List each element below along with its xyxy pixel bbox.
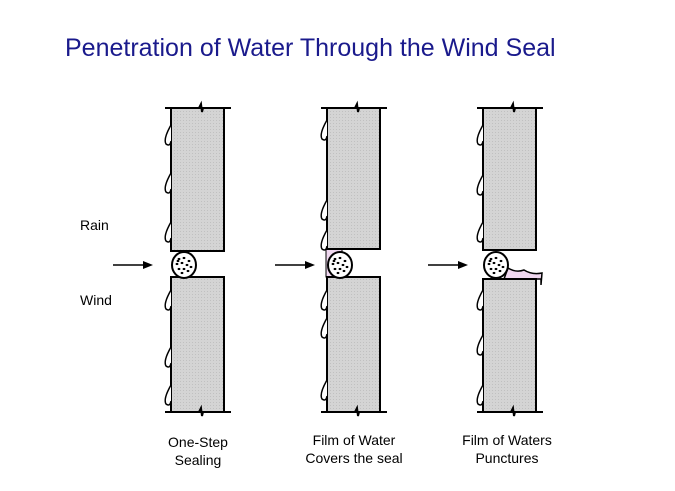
seal-pore bbox=[177, 257, 181, 261]
wind-label: Wind bbox=[80, 292, 112, 308]
wind-arrow-head bbox=[143, 261, 153, 269]
water-droplet bbox=[476, 174, 484, 196]
seal-pore bbox=[189, 265, 193, 269]
seal-pore bbox=[175, 262, 179, 266]
seal-pore bbox=[341, 263, 345, 267]
lower-wall-panel bbox=[326, 276, 381, 413]
seal-pore bbox=[492, 271, 496, 275]
seal-pore bbox=[336, 261, 340, 265]
break-line-bottom bbox=[477, 404, 543, 417]
water-droplet bbox=[476, 384, 484, 406]
break-line-top bbox=[477, 100, 543, 113]
water-droplet bbox=[164, 172, 172, 194]
water-droplet bbox=[164, 124, 172, 146]
upper-wall-panel bbox=[482, 107, 537, 251]
upper-wall-panel bbox=[170, 107, 225, 252]
water-droplet bbox=[320, 379, 328, 401]
water-droplet bbox=[320, 289, 328, 311]
seal-pore bbox=[180, 271, 184, 275]
wind-arrow-head bbox=[305, 261, 315, 269]
seal-pore bbox=[338, 256, 342, 260]
seal-gasket bbox=[483, 251, 509, 279]
water-droplet bbox=[164, 221, 172, 243]
seal-pore bbox=[186, 269, 190, 273]
water-droplet bbox=[164, 289, 172, 311]
seal-pore bbox=[497, 263, 501, 267]
seal-pore bbox=[336, 271, 340, 275]
water-droplet bbox=[164, 384, 172, 406]
break-line-top bbox=[165, 100, 231, 113]
seal-pore bbox=[488, 259, 492, 263]
water-puncture bbox=[502, 266, 543, 286]
water-droplet bbox=[320, 199, 328, 221]
seal-pore bbox=[487, 262, 491, 266]
diagram-title: Penetration of Water Through the Wind Se… bbox=[65, 34, 556, 62]
seal-pore bbox=[182, 256, 186, 260]
rain-label: Rain bbox=[80, 217, 109, 233]
seal-gasket bbox=[327, 251, 353, 279]
seal-pore bbox=[176, 259, 180, 263]
water-droplet bbox=[476, 124, 484, 146]
break-line-bottom bbox=[165, 404, 231, 417]
seal-pore bbox=[498, 269, 502, 273]
seal-pore bbox=[338, 267, 342, 271]
seal-pore bbox=[333, 267, 337, 271]
seal-pore bbox=[343, 259, 347, 263]
water-droplet bbox=[320, 119, 328, 141]
seal-gasket bbox=[171, 251, 197, 279]
seal-pore bbox=[331, 262, 335, 266]
break-line-bottom bbox=[321, 404, 387, 417]
seal-pore bbox=[345, 265, 349, 269]
seal-pore bbox=[494, 267, 498, 271]
seal-pore bbox=[501, 265, 505, 269]
water-droplet bbox=[320, 317, 328, 339]
water-droplet bbox=[476, 221, 484, 243]
water-droplet bbox=[320, 229, 328, 251]
lower-wall-panel bbox=[482, 278, 537, 413]
water-droplet bbox=[476, 334, 484, 356]
wind-arrow-head bbox=[458, 261, 468, 269]
upper-wall-panel bbox=[326, 107, 381, 250]
seal-pore bbox=[180, 261, 184, 265]
seal-pore bbox=[499, 259, 503, 263]
break-line-top bbox=[321, 100, 387, 113]
seal-pore bbox=[342, 269, 346, 273]
water-droplet bbox=[476, 289, 484, 311]
seal-pore bbox=[177, 267, 181, 271]
seal-pore bbox=[333, 257, 337, 261]
seal-pore bbox=[332, 259, 336, 263]
water-droplet bbox=[164, 346, 172, 368]
seal-pore bbox=[489, 257, 493, 261]
seal-pore bbox=[185, 263, 189, 267]
seal-pore bbox=[489, 267, 493, 271]
seal-pore bbox=[182, 267, 186, 271]
seal-pore bbox=[492, 261, 496, 265]
seal-pore bbox=[494, 256, 498, 260]
seal-pore bbox=[187, 259, 191, 263]
lower-wall-panel bbox=[170, 276, 225, 413]
